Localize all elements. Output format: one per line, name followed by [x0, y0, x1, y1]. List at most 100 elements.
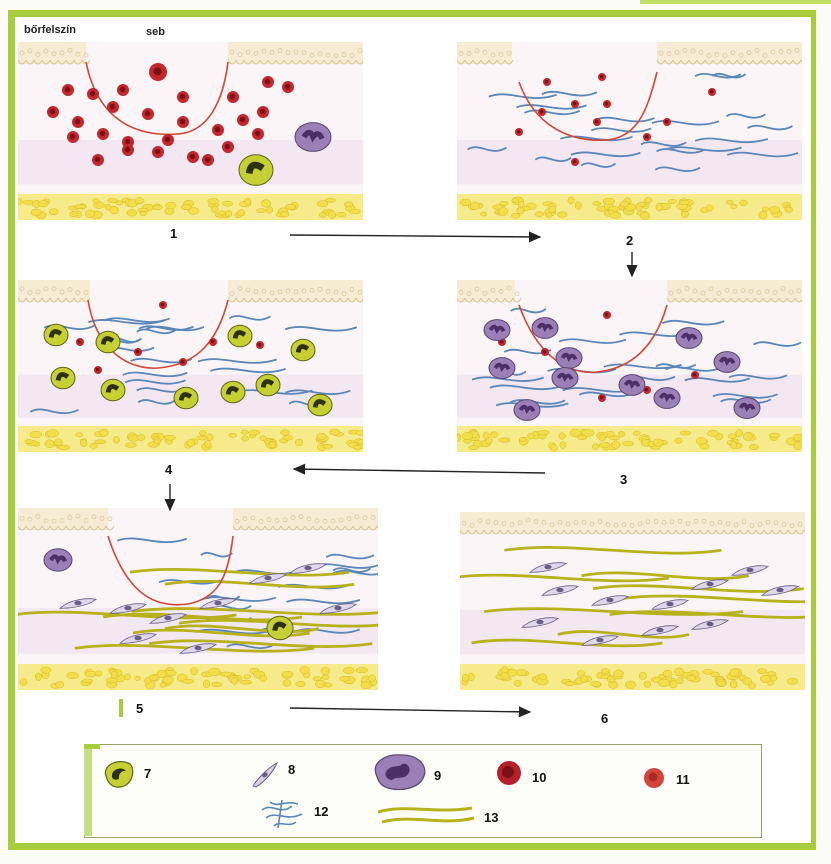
fat-cell [299, 666, 310, 675]
fat-cell [673, 667, 685, 677]
epidermis-ridge [587, 529, 597, 535]
keratinocyte [746, 50, 752, 55]
fat-cell [89, 442, 98, 449]
epidermis-ridge [283, 59, 293, 65]
fibrin-fiber [210, 367, 286, 374]
epidermis-ridge [49, 59, 59, 65]
keratinocyte [690, 48, 696, 54]
keratinocyte [325, 52, 331, 58]
epidermis-ridge [243, 59, 253, 65]
keratinocyte [725, 521, 731, 527]
fat-cell [461, 673, 470, 682]
keratinocyte [27, 48, 33, 54]
red-blood-cell-core [204, 156, 211, 163]
keratinocyte [506, 285, 512, 291]
neutrophil-nucleus [301, 129, 325, 143]
fat-cell [104, 203, 112, 211]
keratinocyte [341, 52, 347, 57]
stage-3-panel [457, 280, 802, 452]
keratinocyte [59, 50, 65, 56]
red-blood-cell-core [69, 133, 76, 140]
epidermis-ridge [771, 529, 781, 535]
fibroblast-nucleus [666, 601, 674, 607]
fibroblast-nucleus [544, 564, 552, 570]
epidermis-ridge [674, 297, 684, 303]
fat-cell [757, 668, 768, 674]
red-blood-cell-core [77, 339, 82, 344]
collagen-fiber [131, 607, 378, 616]
fibrin-fiber [570, 151, 641, 158]
keratinocyte [477, 518, 483, 523]
fat-cell [499, 201, 509, 207]
fat-cell [46, 429, 59, 438]
wound-edge [107, 535, 234, 606]
fibrin-fiber [285, 389, 351, 395]
fat-cell [29, 430, 43, 439]
red-blood-cell-core [239, 116, 246, 123]
red-blood-cell-core [164, 136, 171, 143]
epidermis-ridge [752, 59, 762, 65]
keratinocyte [75, 51, 81, 57]
keratinocyte [253, 289, 259, 295]
red-blood-cell-core [264, 78, 271, 85]
fibrin-fiber [694, 73, 742, 79]
macrophage-nucleus [105, 384, 120, 393]
collagen-fiber [164, 624, 320, 634]
epidermis-ridge [299, 59, 309, 65]
fat-cell [519, 437, 527, 442]
legend-10-number: 10 [532, 770, 547, 785]
epidermis-ridge [675, 529, 685, 535]
macrophage [255, 373, 281, 397]
keratinocyte [67, 47, 73, 53]
keratinocyte [778, 49, 784, 54]
fat-cell [548, 205, 556, 214]
fat-cell [222, 200, 233, 207]
keratinocyte [485, 519, 491, 525]
red-blood-cell-core [89, 90, 96, 97]
fat-cell [112, 435, 120, 444]
fibroblast-nucleus [214, 600, 222, 606]
fat-cell [34, 672, 42, 681]
red-blood-cell-core [284, 83, 291, 90]
red-blood-cell-core [64, 86, 71, 93]
keratinocyte [732, 288, 738, 294]
epidermis-ridge [328, 525, 338, 531]
fibrin-fiber [654, 166, 701, 172]
red-blood-cell-core [599, 74, 604, 79]
keratinocyte [27, 516, 33, 522]
fat-cell [559, 441, 567, 449]
epidermis-ridge [666, 297, 676, 303]
epidermis-ridge [291, 59, 301, 65]
fat-cell [608, 206, 621, 212]
fat-cell [735, 429, 743, 438]
fat-cell [239, 679, 252, 685]
fat-cell [55, 680, 65, 689]
fat-cell [348, 209, 361, 214]
fibrin-fiber [580, 162, 617, 168]
fat-cell [240, 429, 249, 435]
fat-cell [457, 434, 462, 442]
epidermis-ridge [275, 297, 285, 303]
fibroblast-nucleus [134, 635, 142, 641]
epidermis-ridge [307, 297, 317, 303]
fibrin-fiber [488, 93, 558, 99]
keratinocyte [668, 290, 674, 296]
stage-1-number: 1 [170, 226, 178, 241]
epidermis-ridge [776, 59, 786, 65]
epidermis-ridge [25, 297, 35, 303]
epidermis-ridge [778, 297, 788, 303]
keratinocyte [354, 514, 360, 520]
fibrin-fiber [712, 393, 778, 399]
fat-cell [295, 680, 306, 688]
fat-cell [204, 440, 212, 449]
epidermis-ridge [464, 297, 474, 303]
keratinocyte [362, 515, 368, 521]
collagen-fiber [164, 579, 355, 589]
keratinocyte [341, 291, 347, 297]
top-border-strip [640, 0, 831, 4]
macrophage [43, 323, 69, 347]
red-blood-cell-core [499, 339, 504, 344]
epidermis-ridge [784, 59, 794, 65]
keratinocyte [19, 515, 25, 521]
stage-4-number: 4 [165, 462, 173, 477]
